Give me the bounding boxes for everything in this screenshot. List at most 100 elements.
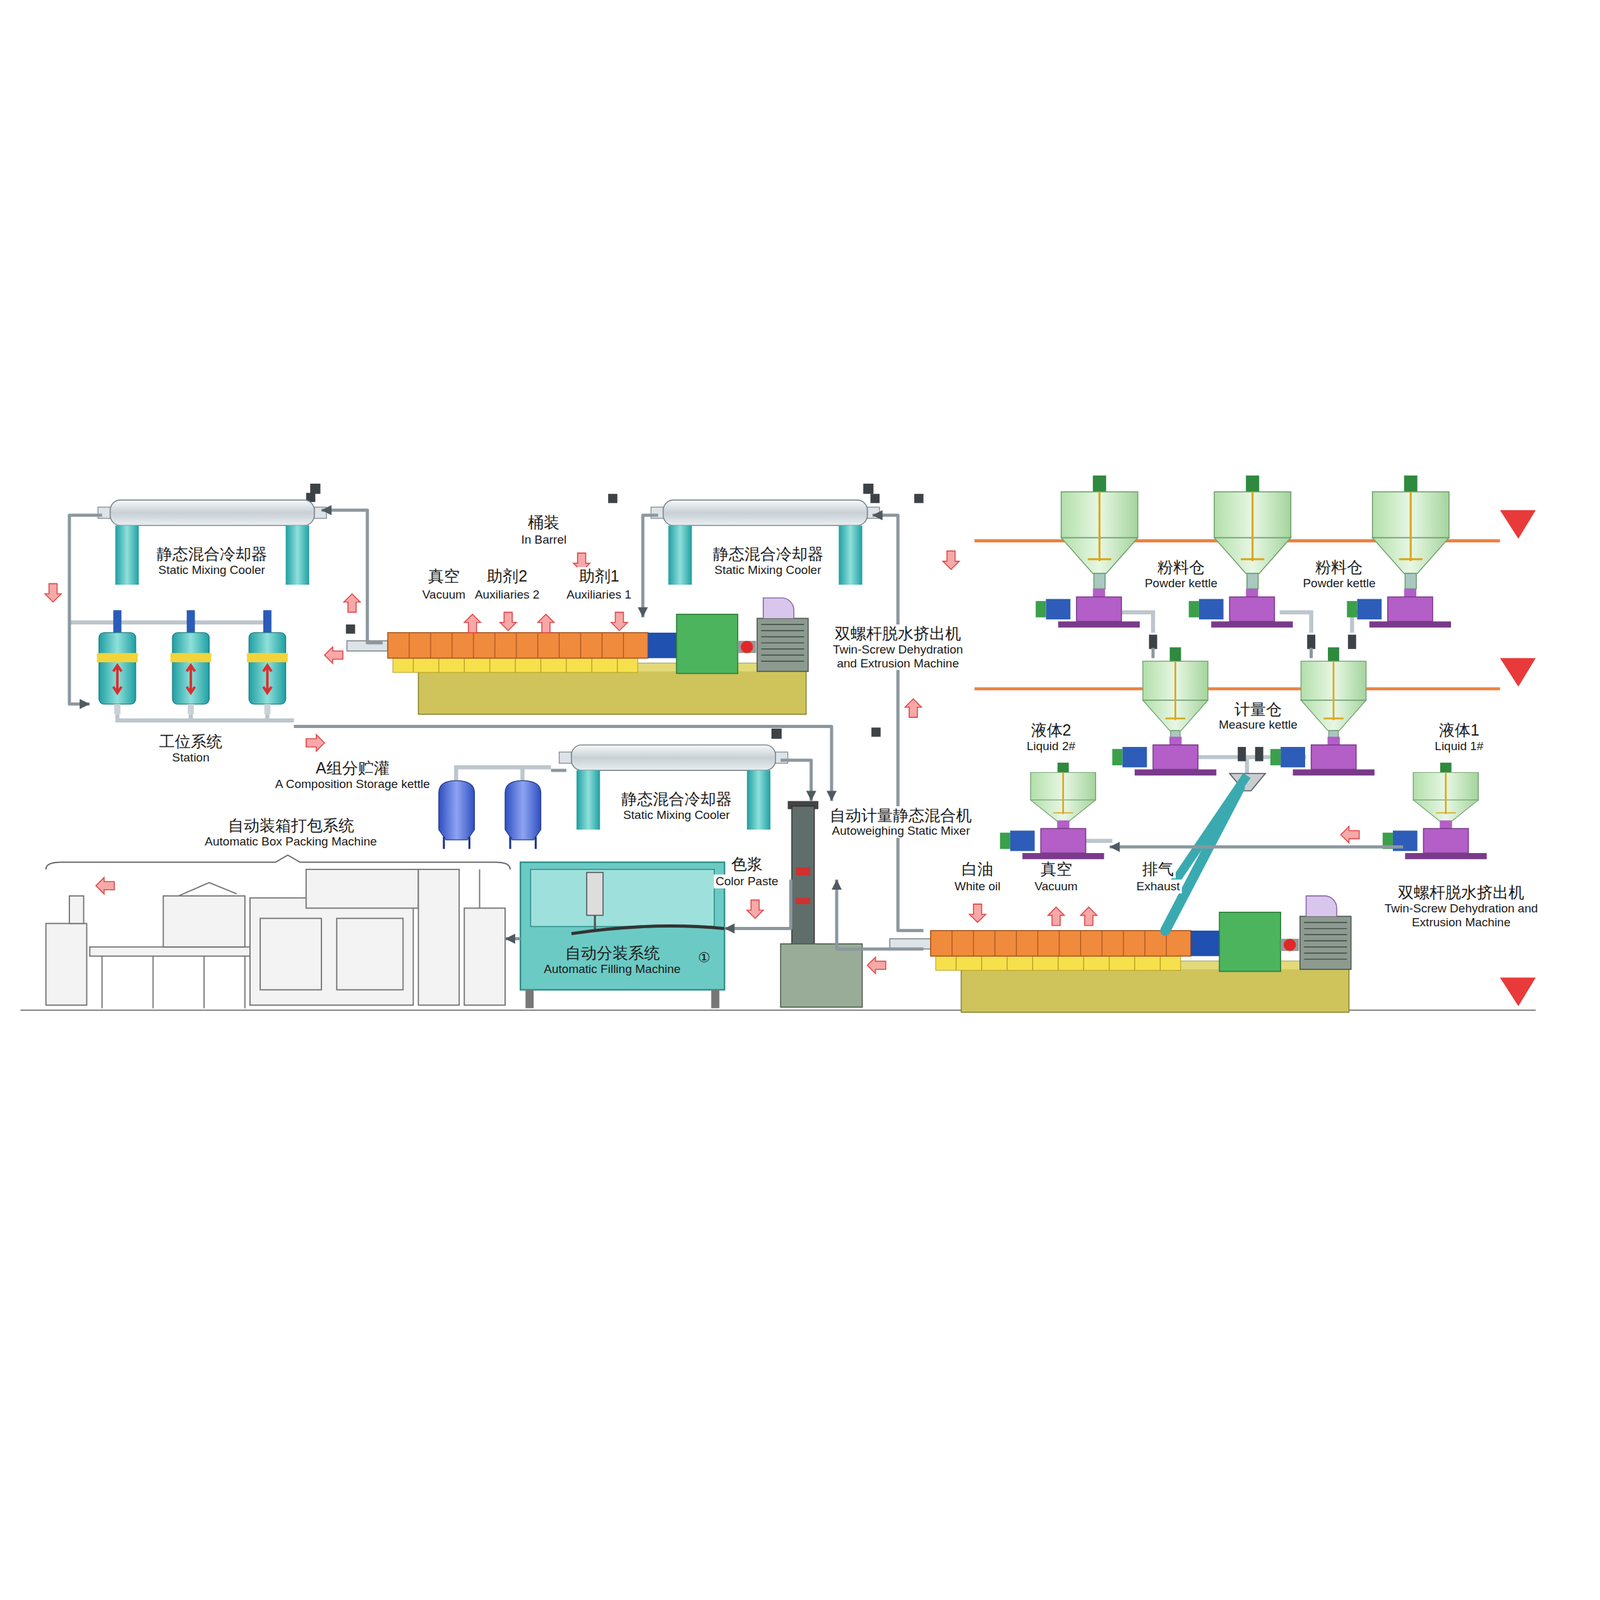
label-group: 计量仓Measure kettle [1207,700,1310,733]
port-label: 白油 [959,859,996,879]
node-subtitle: Autoweighing Static Mixer [830,823,973,838]
node-subtitle: Station [170,750,212,765]
pipe-connector [1173,775,1247,884]
pipe-connector [321,505,383,643]
pipe-connector [69,515,103,710]
cooler-figure [650,483,880,585]
port-label: Auxiliaries 1 [564,587,633,602]
arrow-head [831,879,842,890]
pipe-line [642,515,658,618]
twin-screw-extruder: 双螺杆脱水挤出机Twin-Screw Dehydration and Extru… [923,883,1546,1010]
static-mixing-cooler: 静态混合冷却器Static Mixing Cooler [657,491,872,592]
node-title: 计量仓 [1232,700,1284,719]
arrow-head [79,698,90,710]
pipe-line [1151,647,1155,658]
cooler-figure [97,483,327,585]
static-mixing-cooler: 静态混合冷却器Static Mixing Cooler [566,740,781,827]
label-group: 静态混合冷却器Static Mixing Cooler [112,544,312,578]
measure-hopper-figure [1142,647,1208,744]
arrow-head [321,505,332,516]
port-label: Color Paste [713,874,780,889]
box-packing-machine: 自动装箱打包系统Automatic Box Packing Machine [41,814,506,1009]
node-title: 静态混合冷却器 [619,789,734,809]
port-label: 真空 [1038,859,1075,879]
label-group: 自动计量静态混合机Autoweighing Static Mixer [819,806,984,839]
filling-machine: 自动分装系统Automatic Filling Machine [520,862,725,994]
pipe-line [551,769,567,773]
label-group: 静态混合冷却器Static Mixing Cooler [579,789,774,823]
hopper-figure [1214,475,1291,589]
node-subtitle: Liquid 2# [1024,739,1078,754]
port-label: White oil [952,879,1003,894]
node-subtitle: Static Mixing Cooler [621,808,732,823]
pump-figure [1382,820,1487,859]
port-label: 真空 [426,567,462,586]
callout-number: ① [695,949,713,966]
node-subtitle: Automatic Filling Machine [541,962,682,977]
label-group: 粉料仓Powder kettle [1132,558,1230,591]
storage-kettle-figure [438,780,475,849]
label-group: 双螺杆脱水挤出机Twin-Screw Dehydration and Extru… [1379,883,1544,929]
pump-figure [1112,736,1217,776]
pipe-connector [505,933,521,944]
pipe-connector [1152,647,1154,658]
arrow-head [806,791,817,802]
pipe-line [1309,647,1313,658]
pipe-connector [780,760,817,802]
label-group: A组分贮灌A Composition Storage kettle [263,758,442,792]
pipe-line [836,879,924,950]
node-subtitle: Twin-Screw Dehydration and Extrusion Mac… [1379,901,1544,930]
grouping-bracket [46,854,511,870]
hopper-figure [1061,475,1138,589]
node-title: 自动装箱打包系统 [226,816,357,835]
station-figure [246,609,288,715]
liquid-tank: 液体1Liquid 1# [1402,719,1518,855]
station-figure [170,609,212,715]
hopper-figure [1372,475,1450,589]
pump-figure [1000,820,1105,859]
pipe-line [321,510,383,643]
port-label: 助剂1 [577,567,622,586]
extruder-figure [346,597,808,715]
arrow-head [724,923,735,934]
pipe-line [872,515,924,931]
node-subtitle: A Composition Storage kettle [273,777,432,792]
node-subtitle: Measure kettle [1216,717,1300,732]
port-label: 排气 [1140,859,1176,879]
feed-label: 桶装 [525,513,562,532]
port-label: 色浆 [729,854,765,874]
station-system: 工位系统Station [89,608,294,773]
pipe-connector [872,510,924,931]
label-group: 粉料仓Powder kettle [1290,558,1388,591]
node-title: 工位系统 [157,732,225,751]
port-label: Vacuum [420,587,468,602]
pipe-fittings [306,493,1357,762]
label-group: 自动分装系统Automatic Filling Machine [530,943,694,977]
feed-label: In Barrel [519,532,569,547]
port-label: 助剂2 [484,567,530,586]
measure-hopper-figure [1300,647,1366,744]
liquid-tank: 液体2Liquid 2# [995,719,1111,855]
pipe-line [1173,775,1247,884]
node-subtitle: Static Mixing Cooler [156,563,268,578]
arrow-head [826,791,837,802]
pipe-connector [551,770,567,771]
pump-figure [1346,588,1451,627]
node-subtitle: Twin-Screw Dehydration and Extrusion Mac… [821,642,975,671]
powder-kettle: 粉料仓Powder kettle [1234,479,1393,649]
pipe-line [69,515,103,705]
node-title: 自动计量静态混合机 [827,806,974,825]
pipe-connector [1310,647,1312,658]
node-subtitle: Automatic Box Packing Machine [202,834,379,849]
pipe-line [1109,845,1403,849]
pump-figure [1188,588,1294,627]
cooler-figure [559,728,789,830]
pump-figure [1035,588,1140,627]
node-title: 粉料仓 [1155,558,1207,577]
storage-kettle-figure [505,780,542,849]
node-subtitle: Powder kettle [1142,576,1220,591]
filling-machine-figure [520,862,725,1009]
node-title: 双螺杆脱水挤出机 [832,624,963,643]
